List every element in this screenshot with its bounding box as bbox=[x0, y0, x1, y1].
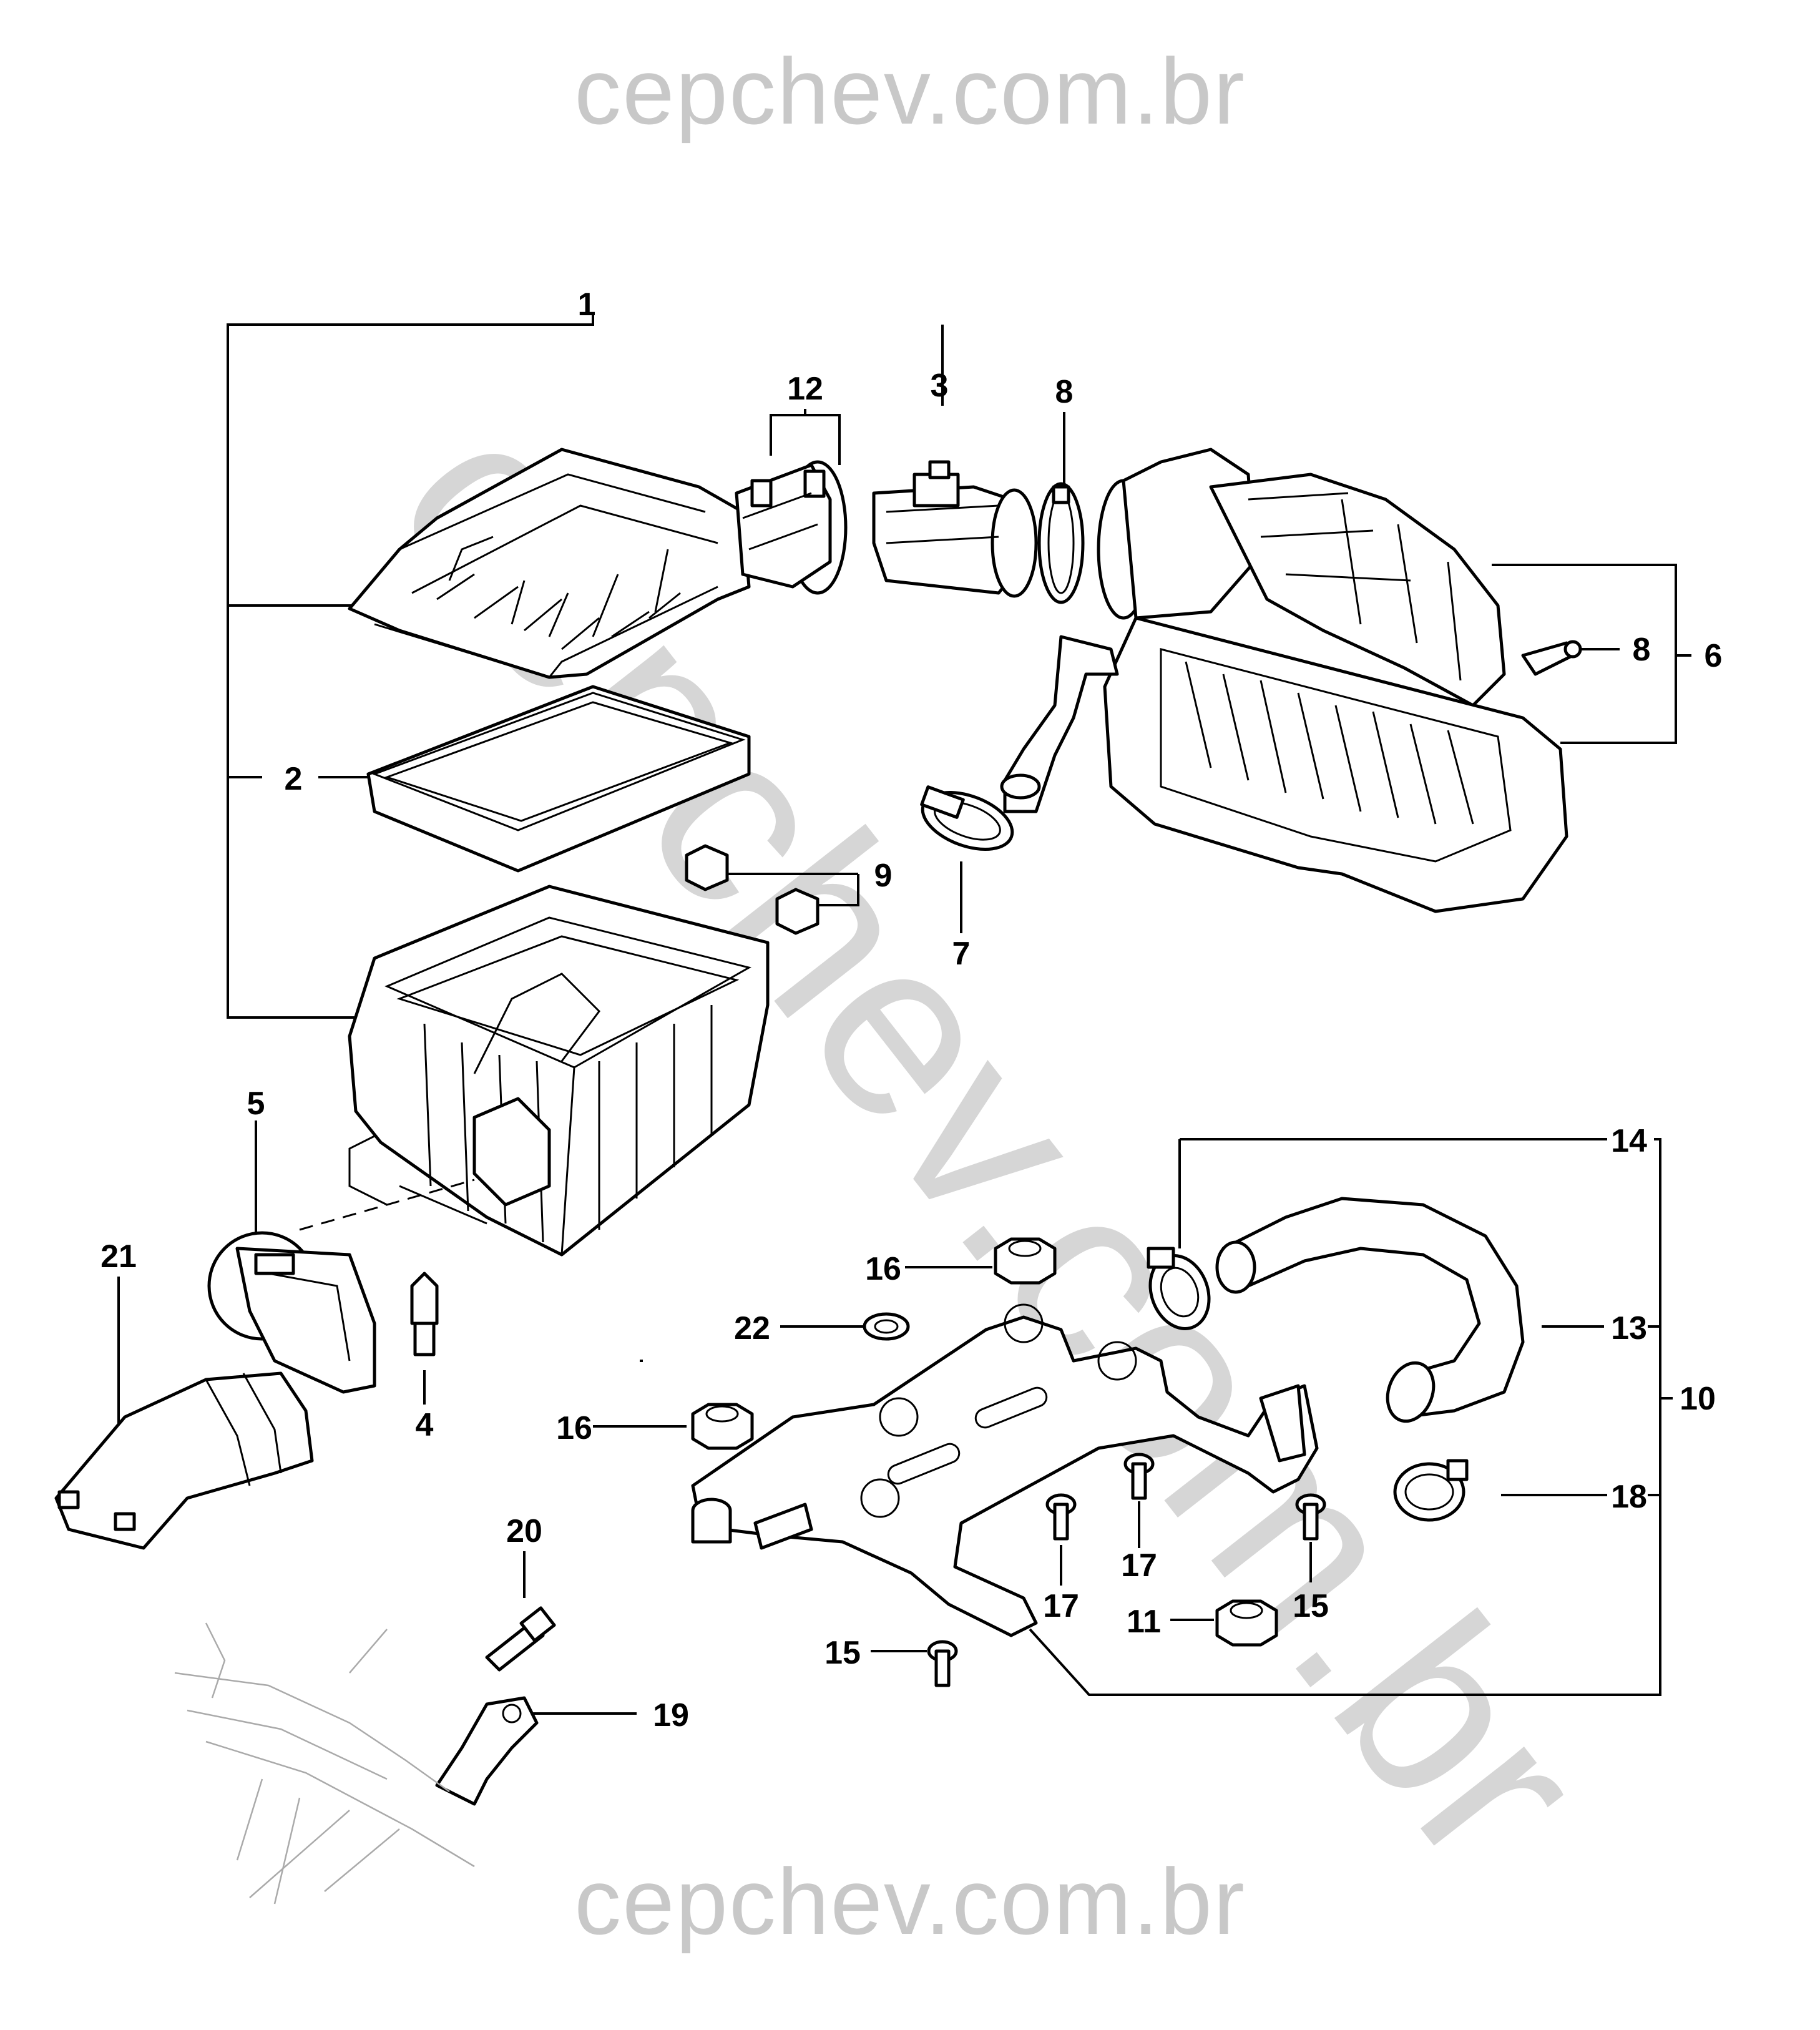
bracket-19 bbox=[435, 1696, 539, 1806]
callout-5: 5 bbox=[247, 1086, 265, 1122]
bolt-15-right bbox=[1295, 1493, 1326, 1541]
assembly-line bbox=[299, 1179, 475, 1231]
callout-13: 13 bbox=[1611, 1310, 1647, 1346]
callout-4: 4 bbox=[416, 1407, 434, 1443]
callout-14: 14 bbox=[1611, 1123, 1647, 1159]
bracket-group-12 bbox=[770, 409, 841, 465]
bolt-17-left bbox=[1045, 1493, 1077, 1541]
mass-air-flow-sensor bbox=[872, 460, 1038, 598]
callout-8-top: 8 bbox=[1055, 374, 1074, 410]
bolt-17-right bbox=[1123, 1453, 1155, 1500]
callout-6: 6 bbox=[1705, 638, 1723, 674]
flange-nut-upper bbox=[994, 1237, 1057, 1285]
bracket-group-1 bbox=[227, 312, 944, 1019]
callout-17-right: 17 bbox=[1121, 1547, 1157, 1584]
callout-7: 7 bbox=[952, 936, 971, 972]
callout-11: 11 bbox=[1127, 1604, 1161, 1640]
callout-9: 9 bbox=[874, 858, 893, 894]
hose-clamp-top bbox=[1037, 482, 1085, 604]
flange-nut-lower bbox=[691, 1403, 754, 1450]
nut-11 bbox=[1215, 1599, 1278, 1647]
grommets bbox=[685, 844, 819, 935]
intake-resonator-assembly bbox=[1000, 448, 1582, 913]
bracket-group-6 bbox=[1492, 564, 1691, 744]
hose-clamp-14 bbox=[1147, 1247, 1211, 1330]
bolt-20 bbox=[485, 1606, 556, 1672]
clamps bbox=[735, 460, 848, 595]
inlet-duct bbox=[207, 1231, 376, 1394]
callout-12: 12 bbox=[787, 371, 823, 407]
callout-16-lower: 16 bbox=[556, 1410, 592, 1446]
callout-18: 18 bbox=[1611, 1479, 1647, 1515]
hose-clamp-18 bbox=[1393, 1459, 1469, 1522]
callout-3: 3 bbox=[931, 368, 949, 404]
callout-20: 20 bbox=[506, 1513, 542, 1549]
callout-15-left: 15 bbox=[824, 1635, 861, 1671]
air-cleaner-housing bbox=[348, 885, 770, 1257]
watermark-bottom: cepchev.com.br bbox=[574, 1849, 1246, 1954]
callout-21: 21 bbox=[100, 1238, 137, 1275]
callout-1: 1 bbox=[578, 287, 596, 323]
watermark-top: cepchev.com.br bbox=[574, 39, 1246, 144]
callout-16-upper: 16 bbox=[865, 1251, 901, 1287]
callout-15-right: 15 bbox=[1293, 1588, 1329, 1624]
callout-17-left: 17 bbox=[1043, 1588, 1079, 1624]
bracket-group-10 bbox=[1029, 1138, 1673, 1696]
washer bbox=[863, 1312, 910, 1341]
air-intake-snorkel bbox=[54, 1371, 314, 1550]
callout-2: 2 bbox=[285, 761, 303, 797]
air-filter-element bbox=[366, 685, 751, 873]
callout-8-right: 8 bbox=[1633, 632, 1651, 668]
callout-22: 22 bbox=[734, 1310, 770, 1346]
bolt-15-left bbox=[927, 1640, 958, 1687]
air-cleaner-cover bbox=[348, 448, 751, 679]
callout-10: 10 bbox=[1680, 1381, 1716, 1417]
callout-19: 19 bbox=[653, 1697, 689, 1733]
hose-clamp-7 bbox=[920, 785, 1014, 851]
mounting-bracket-plate bbox=[691, 1303, 1319, 1637]
breather-hose bbox=[1215, 1197, 1525, 1423]
chassis-outline bbox=[174, 1622, 475, 1905]
push-pin bbox=[410, 1272, 439, 1356]
